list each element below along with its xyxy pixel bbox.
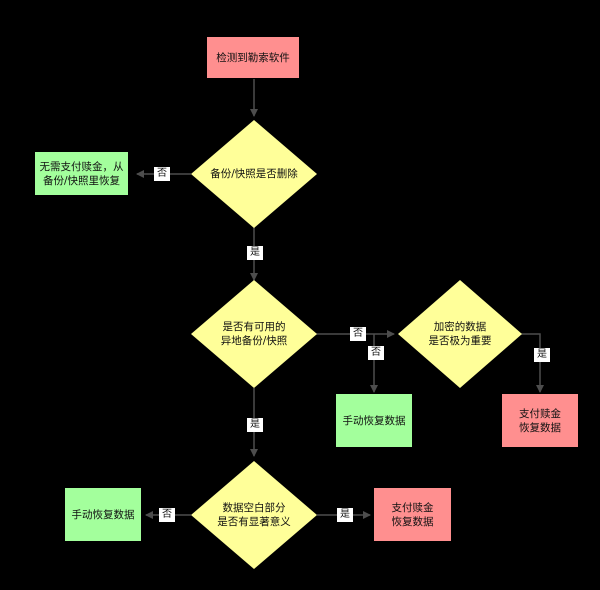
edge-label-yes-4: 是 [337, 508, 353, 522]
detect-ransomware-label: 检测到勒索软件 [216, 51, 290, 64]
detect-ransomware-node: 检测到勒索软件 [207, 37, 299, 78]
manual-recover-label-2: 手动恢复数据 [71, 508, 135, 521]
edge-label-yes-3: 是 [247, 418, 263, 432]
blank-meaningful-decision: 数据空白部分 是否有显著意义 [191, 461, 317, 569]
manual-recover-node-1: 手动恢复数据 [336, 394, 412, 447]
offsite-backup-decision: 是否有可用的 异地备份/快照 [191, 280, 317, 388]
recover-without-ransom-label: 无需支付赎金，从 备份/快照里恢复 [39, 160, 124, 187]
edge-label-no-3: 否 [368, 346, 384, 360]
backup-deleted-decision: 备份/快照是否删除 [191, 120, 317, 228]
blank-meaningful-label: 数据空白部分 是否有显著意义 [217, 502, 291, 528]
edge-label-yes-1: 是 [247, 246, 263, 260]
pay-ransom-label-2: 支付赎金 恢复数据 [391, 501, 434, 528]
blank-meaningful-diamond [191, 461, 317, 569]
pay-ransom-node-1: 支付赎金 恢复数据 [502, 394, 578, 447]
edge-encrypted-important-yes [521, 333, 544, 393]
recover-without-ransom-node: 无需支付赎金，从 备份/快照里恢复 [35, 152, 128, 195]
offsite-backup-diamond [191, 280, 317, 388]
manual-recover-label-1: 手动恢复数据 [342, 414, 406, 427]
edge-label-yes-2: 是 [534, 348, 550, 362]
edge-label-no-4: 否 [159, 508, 175, 522]
backup-deleted-diamond [191, 120, 317, 228]
pay-ransom-node-2: 支付赎金 恢复数据 [374, 488, 451, 541]
edge-label-no-2: 否 [350, 327, 366, 341]
encrypted-important-diamond [398, 280, 522, 388]
encrypted-important-decision: 加密的数据 是否极为重要 [398, 280, 522, 388]
backup-deleted-label: 备份/快照是否删除 [210, 168, 298, 180]
edge-label-no-1: 否 [154, 167, 170, 181]
encrypted-important-label: 加密的数据 是否极为重要 [428, 321, 492, 347]
pay-ransom-label-1: 支付赎金 恢复数据 [519, 407, 561, 434]
manual-recover-node-2: 手动恢复数据 [65, 488, 141, 541]
offsite-backup-label: 是否有可用的 异地备份/快照 [220, 321, 288, 347]
